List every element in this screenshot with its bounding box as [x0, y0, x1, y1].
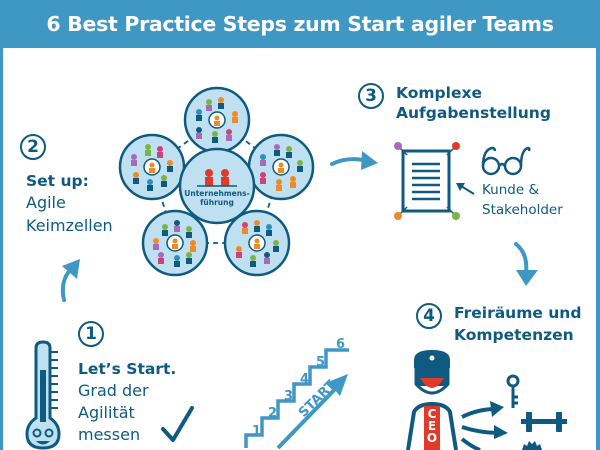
- key-icon: [506, 374, 520, 408]
- dumbbell-icon: [521, 412, 567, 432]
- step-2-line-1: Agile: [26, 193, 66, 212]
- stair-number-2: 2: [268, 406, 278, 421]
- stair-number-3: 3: [284, 389, 294, 404]
- step-2-number: 2: [20, 134, 46, 160]
- pointer-arrow-icon: [456, 183, 475, 195]
- stair-number-6: 6: [336, 337, 346, 352]
- step-3-side-label: Kunde & Stakeholder: [482, 180, 563, 220]
- step-1-title: Let’s Start.: [78, 360, 177, 378]
- step-3-title-line-1: Komplexe: [396, 84, 482, 102]
- stair-number-1: 1: [252, 424, 262, 439]
- step-1-number: 1: [78, 321, 104, 347]
- ceo-figure-icon: [406, 350, 458, 450]
- center-label-line-1: Unternehmens-: [184, 189, 250, 198]
- step-2-line-2: Keimzellen: [26, 216, 113, 235]
- step-2-title: Set up:: [26, 172, 89, 190]
- step-1-line-3: messen: [78, 425, 141, 444]
- gear-icon: [522, 441, 542, 450]
- ceo-letter-o: O: [426, 431, 438, 445]
- network-center-label: Unternehmens- führung: [180, 189, 254, 207]
- step-3-title: Komplexe Aufgabenstellung: [396, 83, 551, 123]
- glasses-icon: [481, 146, 531, 176]
- step-1-line-1: Grad der: [78, 381, 149, 400]
- side-label-line-2: Stakeholder: [482, 202, 563, 218]
- step-4-title: Freiräume und Kompetenzen: [454, 302, 581, 346]
- side-label-line-1: Kunde &: [482, 182, 539, 198]
- ceo-label: C E O: [424, 408, 440, 444]
- step-3-number: 3: [358, 83, 384, 109]
- title-banner: 6 Best Practice Steps zum Start agiler T…: [0, 0, 600, 48]
- delegation-arrows-icon: [460, 401, 508, 450]
- checkmark-icon: [161, 406, 194, 442]
- stair-number-5: 5: [316, 355, 326, 370]
- ceo-letter-e: E: [427, 419, 437, 433]
- stair-number-4: 4: [300, 372, 310, 387]
- arrow-step3-to-step4-icon: [514, 242, 538, 286]
- page-title: 6 Best Practice Steps zum Start agiler T…: [46, 12, 554, 36]
- document-icon: [394, 142, 460, 220]
- arrow-step2-to-step3-icon: [330, 151, 378, 170]
- step-4-title-line-1: Freiräume und: [454, 304, 582, 322]
- stairs-icon: [244, 348, 349, 450]
- center-label-line-2: führung: [200, 198, 234, 207]
- arrow-step1-to-step2-icon: [60, 259, 80, 302]
- thermometer-icon: [25, 340, 61, 450]
- ceo-letter-c: C: [427, 407, 437, 421]
- step-3-title-line-2: Aufgabenstellung: [396, 104, 551, 122]
- step-4-number: 4: [416, 303, 442, 329]
- step-4-title-line-2: Kompetenzen: [454, 326, 574, 344]
- step-1-line-2: Agilität: [78, 403, 135, 422]
